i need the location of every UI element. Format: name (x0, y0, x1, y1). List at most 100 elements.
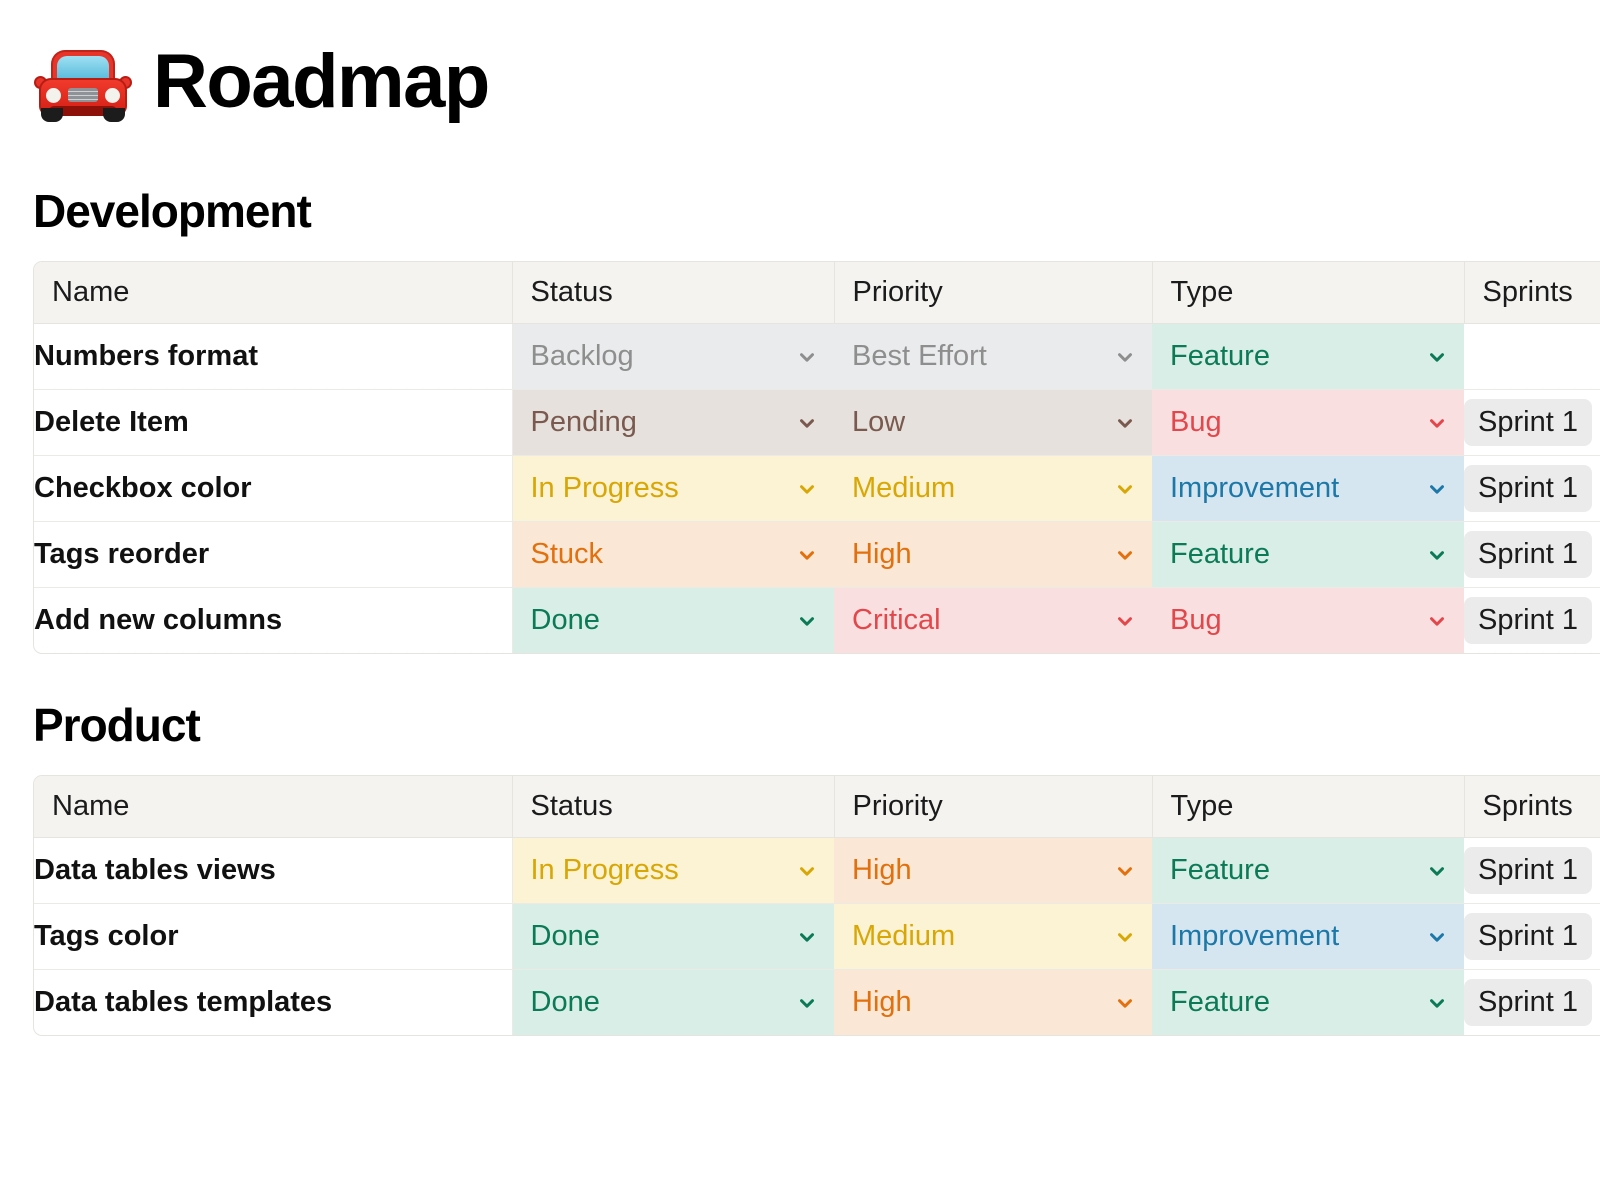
cell-name[interactable]: Numbers format (34, 323, 513, 390)
sprint-tag-list: Sprint 1 (1464, 913, 1600, 961)
type-select[interactable]: Improvement (1152, 904, 1464, 970)
chevron-down-icon[interactable] (1114, 478, 1136, 500)
cell-sprints[interactable]: Sprint 1 (1464, 389, 1600, 456)
chevron-down-icon[interactable] (1114, 544, 1136, 566)
priority-select[interactable]: Medium (834, 904, 1152, 970)
chevron-down-icon[interactable] (1426, 346, 1448, 368)
column-header-sprints[interactable]: Sprints (1464, 775, 1600, 839)
type-select[interactable]: Bug (1152, 588, 1464, 654)
sprint-tag[interactable]: Sprint 1 (1464, 399, 1592, 447)
sprint-tag[interactable]: Sprint 1 (1464, 979, 1592, 1027)
cell-name[interactable]: Data tables templates (34, 969, 513, 1036)
chevron-down-icon[interactable] (1114, 992, 1136, 1014)
chevron-down-icon[interactable] (796, 478, 818, 500)
status-select[interactable]: Done (512, 588, 834, 654)
cell-sprints[interactable]: Sprint 1 (1464, 903, 1600, 970)
column-header-name[interactable]: Name (34, 775, 513, 839)
type-select[interactable]: Feature (1152, 522, 1464, 588)
cell-type: Feature (1152, 838, 1464, 904)
type-select[interactable]: Feature (1152, 970, 1464, 1036)
cell-status: Stuck (512, 521, 834, 588)
column-header-sprints[interactable]: Sprints (1464, 261, 1600, 325)
status-select[interactable]: Pending (512, 390, 834, 456)
cell-sprints[interactable] (1464, 323, 1600, 390)
cell-sprints[interactable]: Sprint 1 (1464, 455, 1600, 522)
column-header-status[interactable]: Status (512, 261, 835, 325)
chevron-down-icon[interactable] (1114, 926, 1136, 948)
chevron-down-icon[interactable] (796, 346, 818, 368)
section-heading: Product (33, 699, 201, 752)
status-select-label: Done (530, 986, 600, 1019)
status-select[interactable]: Backlog (512, 324, 834, 390)
cell-name[interactable]: Delete Item (34, 389, 513, 456)
status-select[interactable]: Done (512, 904, 834, 970)
priority-select-label: Medium (852, 472, 956, 505)
chevron-down-icon[interactable] (796, 860, 818, 882)
cell-sprints[interactable]: Sprint 1 (1464, 969, 1600, 1036)
priority-select[interactable]: Medium (834, 456, 1152, 522)
chevron-down-icon[interactable] (1426, 412, 1448, 434)
priority-select[interactable]: Critical (834, 588, 1152, 654)
status-select[interactable]: In Progress (512, 838, 834, 904)
column-header-priority[interactable]: Priority (834, 261, 1153, 325)
chevron-down-icon[interactable] (796, 992, 818, 1014)
sprint-tag-list: Sprint 1 (1464, 531, 1600, 579)
type-select-label: Improvement (1170, 472, 1340, 505)
cell-sprints[interactable]: Sprint 1 (1464, 587, 1600, 654)
type-select[interactable]: Improvement (1152, 456, 1464, 522)
sprint-tag[interactable]: Sprint 1 (1464, 465, 1592, 513)
chevron-down-icon[interactable] (1114, 346, 1136, 368)
cell-name[interactable]: Tags reorder (34, 521, 513, 588)
chevron-down-icon[interactable] (1426, 860, 1448, 882)
cell-name[interactable]: Data tables views (34, 837, 513, 904)
chevron-down-icon[interactable] (1114, 412, 1136, 434)
sprint-tag[interactable]: Sprint 1 (1464, 531, 1592, 579)
column-header-type[interactable]: Type (1152, 261, 1465, 325)
page-title: Roadmap (33, 22, 1600, 142)
cell-name[interactable]: Checkbox color (34, 455, 513, 522)
cell-type: Feature (1152, 521, 1464, 588)
cell-name[interactable]: Tags color (34, 903, 513, 970)
sprint-tag[interactable]: Sprint 1 (1464, 913, 1592, 961)
cell-type: Improvement (1152, 903, 1464, 970)
cell-sprints[interactable]: Sprint 1 (1464, 521, 1600, 588)
status-select[interactable]: In Progress (512, 456, 834, 522)
chevron-down-icon[interactable] (1426, 926, 1448, 948)
column-header-status[interactable]: Status (512, 775, 835, 839)
priority-select[interactable]: High (834, 970, 1152, 1036)
priority-select[interactable]: High (834, 522, 1152, 588)
sprint-tag-list: Sprint 1 (1464, 597, 1600, 645)
chevron-down-icon[interactable] (796, 544, 818, 566)
cell-status: Done (512, 587, 834, 654)
type-select[interactable]: Feature (1152, 324, 1464, 390)
chevron-down-icon[interactable] (796, 610, 818, 632)
chevron-down-icon[interactable] (1426, 610, 1448, 632)
type-select[interactable]: Feature (1152, 838, 1464, 904)
status-select[interactable]: Stuck (512, 522, 834, 588)
cell-status: In Progress (512, 838, 834, 904)
sprint-tag[interactable]: Sprint 1 (1464, 597, 1592, 645)
type-select-label: Bug (1170, 406, 1222, 439)
column-header-name[interactable]: Name (34, 261, 513, 325)
column-header-type[interactable]: Type (1152, 775, 1465, 839)
type-select[interactable]: Bug (1152, 390, 1464, 456)
status-select[interactable]: Done (512, 970, 834, 1036)
priority-select[interactable]: Low (834, 390, 1152, 456)
priority-select[interactable]: High (834, 838, 1152, 904)
cell-name[interactable]: Add new columns (34, 587, 513, 654)
cell-priority: Low (834, 389, 1152, 456)
cell-sprints[interactable]: Sprint 1 (1464, 837, 1600, 904)
chevron-down-icon[interactable] (1426, 992, 1448, 1014)
chevron-down-icon[interactable] (1426, 478, 1448, 500)
chevron-down-icon[interactable] (796, 926, 818, 948)
chevron-down-icon[interactable] (1114, 860, 1136, 882)
chevron-down-icon[interactable] (1114, 610, 1136, 632)
chevron-down-icon[interactable] (1426, 544, 1448, 566)
priority-select[interactable]: Best Effort (834, 324, 1152, 390)
sprint-tag[interactable]: Sprint 1 (1464, 847, 1592, 895)
cell-type: Improvement (1152, 455, 1464, 522)
chevron-down-icon[interactable] (796, 412, 818, 434)
column-header-priority[interactable]: Priority (834, 775, 1153, 839)
